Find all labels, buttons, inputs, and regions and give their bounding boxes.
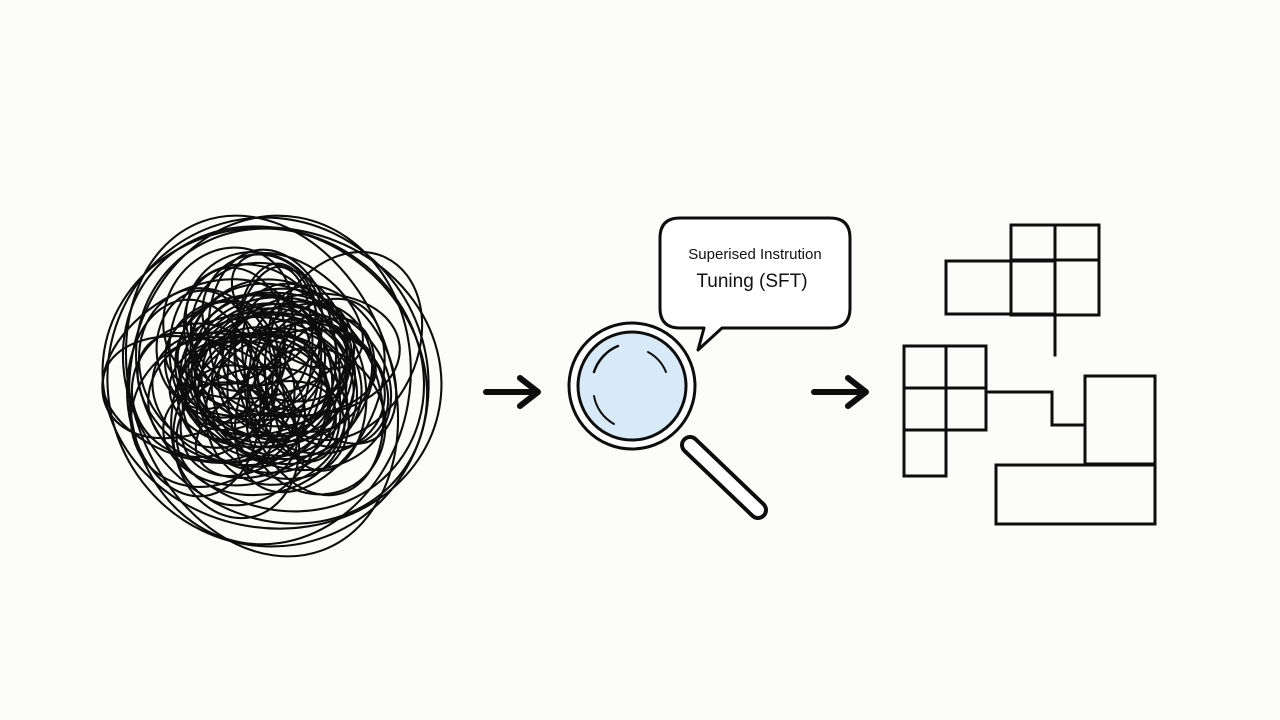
scribble-loop (128, 214, 412, 546)
scribble-loop (200, 307, 359, 466)
scribble-loop (121, 225, 429, 525)
arrow-right-icon (811, 375, 869, 409)
scribble-loop (241, 293, 342, 463)
scribble-loop (193, 326, 329, 444)
scribble-loop (233, 282, 348, 412)
arrow-right-icon (483, 375, 541, 409)
scribble-loop (124, 214, 400, 558)
bubble-text-line2: Tuning (SFT) (696, 271, 807, 292)
scribble-loop (162, 246, 294, 386)
structured-grid-blocks (902, 223, 1157, 526)
scribble-loop (134, 227, 426, 513)
scribble-loop (136, 331, 273, 464)
scribble-loop (233, 297, 386, 494)
scribble-loop (197, 333, 350, 481)
scribble-loop (137, 287, 279, 449)
tangled-scribble (101, 214, 443, 558)
scribble-loop (164, 299, 287, 419)
scribble-loop (162, 381, 299, 487)
scribble-loop (106, 216, 430, 548)
scribble-loop (184, 251, 324, 387)
scribble-loop (267, 284, 398, 445)
scribble-loop (175, 311, 377, 418)
bubble-text-line1: Superised Instrution (688, 246, 821, 263)
speech-bubble: Superised Instrution Tuning (SFT) (658, 216, 852, 352)
scribble-loop (184, 311, 311, 432)
scribble-loop (101, 226, 443, 530)
scribble-loop (101, 335, 296, 464)
scribble-loop (189, 282, 352, 428)
magnifying-glass-icon (567, 321, 768, 520)
